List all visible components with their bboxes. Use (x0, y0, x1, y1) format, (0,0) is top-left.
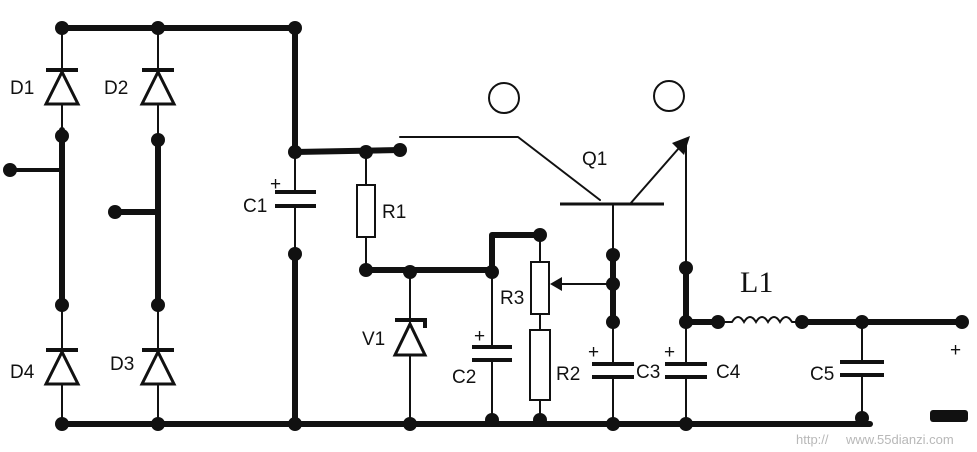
label-l1: L1 (740, 266, 773, 299)
label-output-plus: + (950, 340, 961, 361)
label-r2: R2 (556, 364, 580, 385)
inductor-l1 (717, 316, 803, 324)
resistor-r2 (529, 329, 551, 425)
label-c2: C2 (452, 367, 476, 388)
emitter-node (683, 265, 721, 363)
capacitor-c3 (592, 362, 634, 425)
resistor-r1 (356, 151, 376, 271)
label-r1: R1 (382, 202, 406, 223)
potentiometer-r3 (530, 234, 609, 331)
label-c5: C5 (810, 364, 834, 385)
label-q1: Q1 (582, 149, 607, 170)
capacitor-c4 (665, 362, 707, 425)
capacitor-c1 (275, 151, 316, 427)
label-d2: D2 (104, 78, 128, 99)
junction-dots (3, 21, 969, 431)
collector-bus (292, 136, 601, 201)
polarity-c3: + (588, 342, 599, 363)
output-negative-terminal (930, 410, 968, 422)
diode-d4 (43, 305, 81, 386)
label-d3: D3 (110, 354, 134, 375)
polarity-c1: + (270, 174, 281, 195)
label-v1: V1 (362, 329, 385, 350)
label-d4: D4 (10, 362, 35, 383)
polarity-c4: + (664, 342, 675, 363)
label-c1: C1 (243, 196, 267, 217)
label-c4: C4 (716, 362, 741, 383)
terminal-circles (488, 80, 685, 114)
watermark-url: www.55dianzi.com (845, 432, 954, 447)
transistor-q1 (560, 136, 690, 269)
zener-v1 (392, 269, 428, 425)
r1-r3-link (363, 232, 543, 273)
polarity-c2: + (474, 326, 485, 347)
diode-d3 (139, 305, 177, 386)
diode-d1 (43, 64, 81, 130)
top-rail (59, 25, 298, 155)
label-r3: R3 (500, 288, 524, 309)
label-c3: C3 (636, 362, 660, 383)
watermark-left: http:// (796, 432, 829, 447)
diode-d2 (139, 64, 177, 140)
capacitor-c5 (840, 321, 884, 425)
label-d1: D1 (10, 78, 34, 99)
